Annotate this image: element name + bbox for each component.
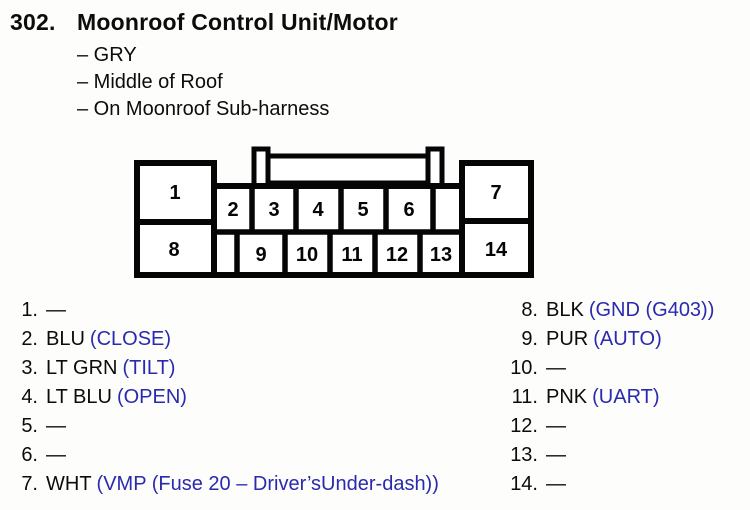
- pin-row-number: 2.: [21, 328, 38, 350]
- connector-diagram: 1 2 3 4 5 6 7 8 9 10 11 12 13 14: [134, 146, 534, 278]
- pin-row-number: 10.: [510, 357, 538, 379]
- pin-number-11: 11: [341, 244, 362, 266]
- pin-row-12: 12. —: [500, 412, 714, 441]
- pin-row-10: 10. —: [500, 354, 714, 383]
- pin-row-number: 5.: [21, 415, 38, 437]
- pin-row-number: 12.: [510, 415, 538, 437]
- page-title: Moonroof Control Unit/Motor: [77, 9, 398, 35]
- pin-row-number: 4.: [21, 386, 38, 408]
- pin-wire-color: —: [546, 473, 566, 495]
- pin-row-9: 9. PUR (AUTO): [500, 325, 714, 354]
- pin-wire-color: BLU: [46, 328, 85, 350]
- pin-number-14: 14: [485, 239, 508, 261]
- connector-latch-tab-right: [425, 146, 445, 189]
- pin-wire-function: (CLOSE): [89, 328, 172, 350]
- pin-wire-function: (UART): [592, 386, 660, 408]
- pin-wire-function: (GND (G403)): [588, 299, 715, 321]
- pin-number-2: 2: [227, 199, 238, 221]
- pin-wire-color: PNK: [546, 386, 588, 408]
- pin-number-8: 8: [168, 239, 179, 261]
- pin-row-5: 5. —: [0, 412, 439, 441]
- pin-row-number: 1.: [21, 299, 38, 321]
- pin-row-7: 7. WHT (VMP (Fuse 20 – Driver’sUnder-das…: [0, 470, 439, 499]
- pin-wire-color: —: [546, 444, 566, 466]
- pin-row-number: 3.: [21, 357, 38, 379]
- pin-wire-function: (VMP (Fuse 20 – Driver’sUnder-dash)): [96, 473, 439, 495]
- pin-wire-function: (AUTO): [593, 328, 662, 350]
- pin-wire-color: PUR: [546, 328, 589, 350]
- pin-row-3: 3. LT GRN (TILT): [0, 354, 439, 383]
- pin-row-6: 6. —: [0, 441, 439, 470]
- pin-row-number: 9.: [521, 328, 538, 350]
- pin-number-13: 13: [430, 244, 452, 266]
- pin-row-13: 13. —: [500, 441, 714, 470]
- pin-row-number: 11.: [511, 386, 538, 408]
- attribute-wire-color: – GRY: [77, 44, 137, 66]
- pin-row-number: 13.: [510, 444, 538, 466]
- connector-attributes: – GRY – Middle of Roof – On Moonroof Sub…: [77, 42, 329, 123]
- connector-latch-tab-left: [251, 146, 271, 189]
- pin-row-number: 6.: [21, 444, 38, 466]
- pin-number-3: 3: [268, 199, 279, 221]
- pin-list-right: 8. BLK (GND (G403)) 9. PUR (AUTO) 10. — …: [500, 296, 714, 499]
- pin-wire-color: —: [46, 444, 66, 466]
- pin-row-11: 11. PNK (UART): [500, 383, 714, 412]
- pin-wire-color: LT GRN: [46, 357, 118, 379]
- pin-number-1: 1: [169, 182, 180, 204]
- pin-wire-color: BLK: [546, 299, 584, 321]
- pin-row-number: 7.: [21, 473, 38, 495]
- pin-wire-function: (TILT): [122, 357, 176, 379]
- section-number: 302.: [10, 9, 56, 35]
- pin-row-2: 2. BLU (CLOSE): [0, 325, 439, 354]
- pin-row-number: 8.: [521, 299, 538, 321]
- pin-row-1: 1. —: [0, 296, 439, 325]
- connector-latch-bar: [257, 153, 439, 186]
- pin-number-12: 12: [386, 244, 408, 266]
- pin-number-10: 10: [296, 244, 318, 266]
- pin-wire-color: —: [546, 415, 566, 437]
- attribute-location: – Middle of Roof: [77, 71, 223, 93]
- pin-wire-color: —: [546, 357, 566, 379]
- pin-list-left: 1. — 2. BLU (CLOSE) 3. LT GRN (TILT) 4. …: [0, 296, 439, 499]
- pin-row-14: 14. —: [500, 470, 714, 499]
- pin-row-number: 14.: [510, 473, 538, 495]
- pin-number-6: 6: [403, 199, 414, 221]
- pin-row-4: 4. LT BLU (OPEN): [0, 383, 439, 412]
- pin-wire-color: —: [46, 415, 66, 437]
- pin-wire-color: —: [46, 299, 66, 321]
- pin-number-7: 7: [490, 182, 501, 204]
- pin-number-9: 9: [255, 244, 266, 266]
- attribute-harness: – On Moonroof Sub-harness: [77, 98, 330, 120]
- pin-wire-function: (OPEN): [116, 386, 187, 408]
- pin-wire-color: WHT: [46, 473, 92, 495]
- pin-row-8: 8. BLK (GND (G403)): [500, 296, 714, 325]
- pin-number-5: 5: [357, 199, 368, 221]
- pin-wire-color: LT BLU: [46, 386, 112, 408]
- pin-number-4: 4: [312, 199, 324, 221]
